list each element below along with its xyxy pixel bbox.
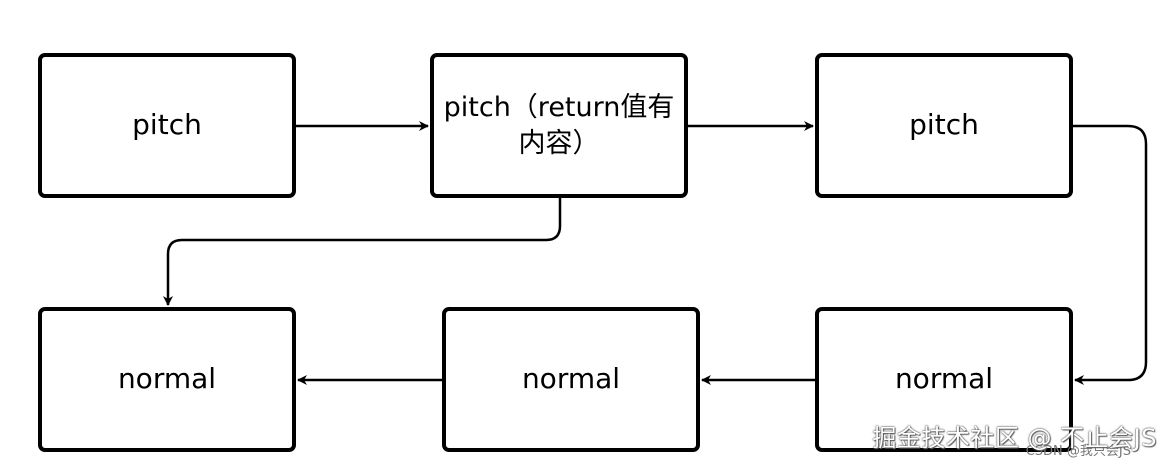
node-normal-3: normal <box>815 307 1073 452</box>
node-label: pitch <box>132 108 202 142</box>
node-pitch-2: pitch（return值有 内容） <box>430 53 688 198</box>
node-label: normal <box>894 362 994 396</box>
arrow-pitch2-to-normal1 <box>163 198 562 306</box>
watermark-juejin: 掘金技术社区 @ 不止会JS <box>872 424 1157 452</box>
arrow-pitch3-to-normal3 <box>1073 124 1148 385</box>
node-label: normal <box>521 362 621 396</box>
node-label: normal <box>117 362 217 396</box>
watermark-csdn: CSDN @我只会JS <box>1025 444 1131 459</box>
node-label: pitch（return值有 内容） <box>443 92 675 159</box>
node-label: pitch <box>909 108 979 142</box>
node-normal-1: normal <box>38 307 296 452</box>
node-pitch-1: pitch <box>38 53 296 198</box>
node-normal-2: normal <box>442 307 700 452</box>
node-pitch-3: pitch <box>815 53 1073 198</box>
